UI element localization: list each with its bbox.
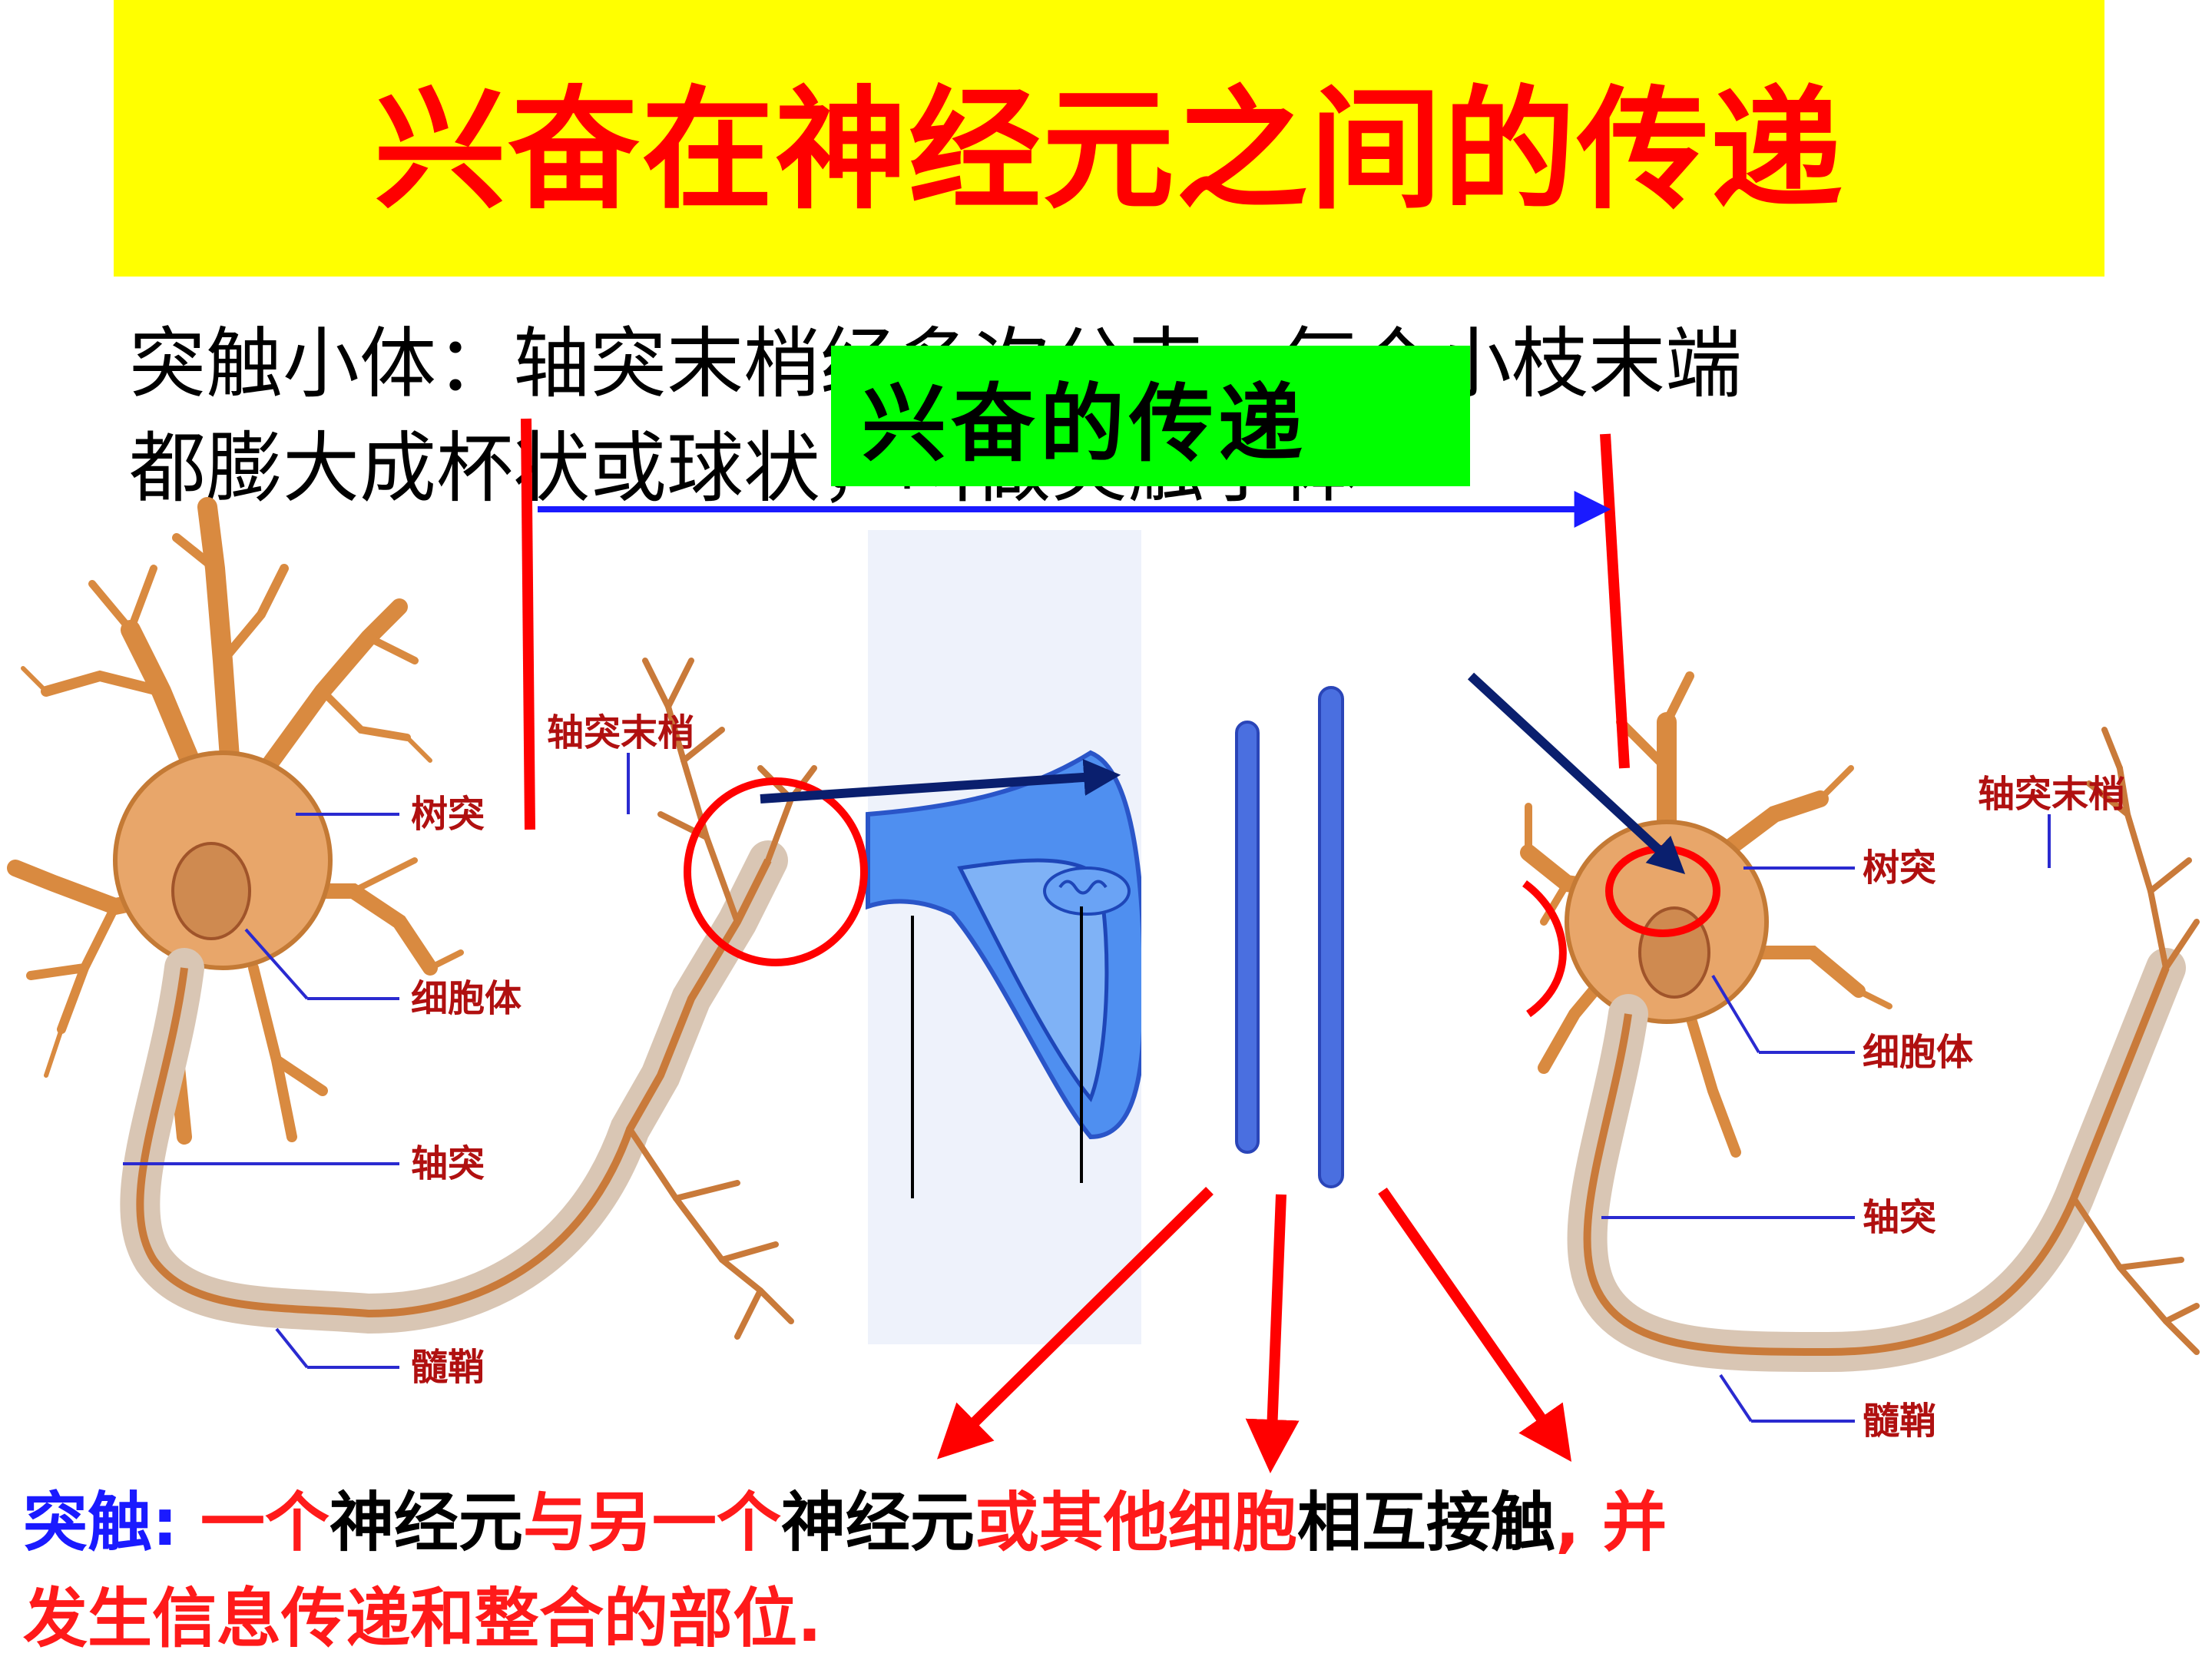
synapse-definition-line-1: 突触: 一个神经元与另一个神经元或其他细胞相互接触, 并 [23,1471,1667,1564]
excitation-transmission-box: 兴奋的传递 [831,346,1470,486]
synapse-part-1: 一个 [200,1485,329,1560]
synapse-part-6: 相互接触 [1296,1485,1555,1560]
label-axon-terminal-right: 轴突末梢 [1978,773,2125,816]
zoom-arrow-right [1467,672,1686,875]
synapse-sep: : [152,1485,200,1560]
synapse-definition-line-2: 发生信息传递和整合的部位. [23,1581,822,1656]
pointer-arrow-cleft [1245,1194,1300,1473]
synapse-part-2: 神经元 [329,1485,523,1560]
left-neuron: 树突 细胞体 轴突 髓鞘 轴突末梢 [7,497,817,1389]
synapse-part-7: , 并 [1555,1485,1667,1560]
left-axon [136,858,772,1318]
pointer-arrow-postsynaptic [1378,1187,1572,1462]
synaptic-knob-inner [957,858,1109,1102]
pointer-arrow-presynaptic [937,1187,1214,1460]
title-banner: 兴奋在神经元之间的传递 [114,0,2104,277]
label-axon-right: 轴突 [1863,1196,1936,1239]
highlight-arc-right [1522,880,1567,1018]
page-title: 兴奋在神经元之间的传递 [374,73,1844,227]
synapse-part-3: 与另一个 [522,1485,781,1560]
label-cell-body-right: 细胞体 [1863,1031,1973,1074]
right-axon [1583,966,2170,1357]
right-myelin-sheath [1567,948,2186,1373]
label-axon-terminal-left: 轴突末梢 [547,711,694,754]
synapse-term: 突触 [23,1485,153,1560]
synapse-part-4: 神经元 [780,1485,975,1560]
synapse-part-5: 或其他细胞 [974,1485,1297,1560]
label-dendrite-left: 树突 [411,793,485,836]
zoom-arrow-left [760,758,1121,803]
bracket-line-left [521,418,535,830]
label-axon-left: 轴突 [411,1142,485,1185]
highlight-circle-axon-terminal [684,777,868,966]
label-myelin-left: 髓鞘 [411,1346,485,1389]
label-cell-body-left: 细胞体 [411,977,522,1020]
left-nucleus [171,842,251,940]
synapse-panel [866,530,1518,1344]
right-neuron: 树突 细胞体 轴突 髓鞘 轴突末梢 [1520,671,2200,1443]
excitation-transmission-label: 兴奋的传递 [862,373,1307,473]
label-myelin-right: 髓鞘 [1863,1400,1936,1443]
bracket-line-right [1600,433,1630,769]
postsynaptic-membrane [1318,686,1344,1188]
label-dendrite-right: 树突 [1863,847,1936,890]
presynaptic-membrane [1235,721,1260,1154]
